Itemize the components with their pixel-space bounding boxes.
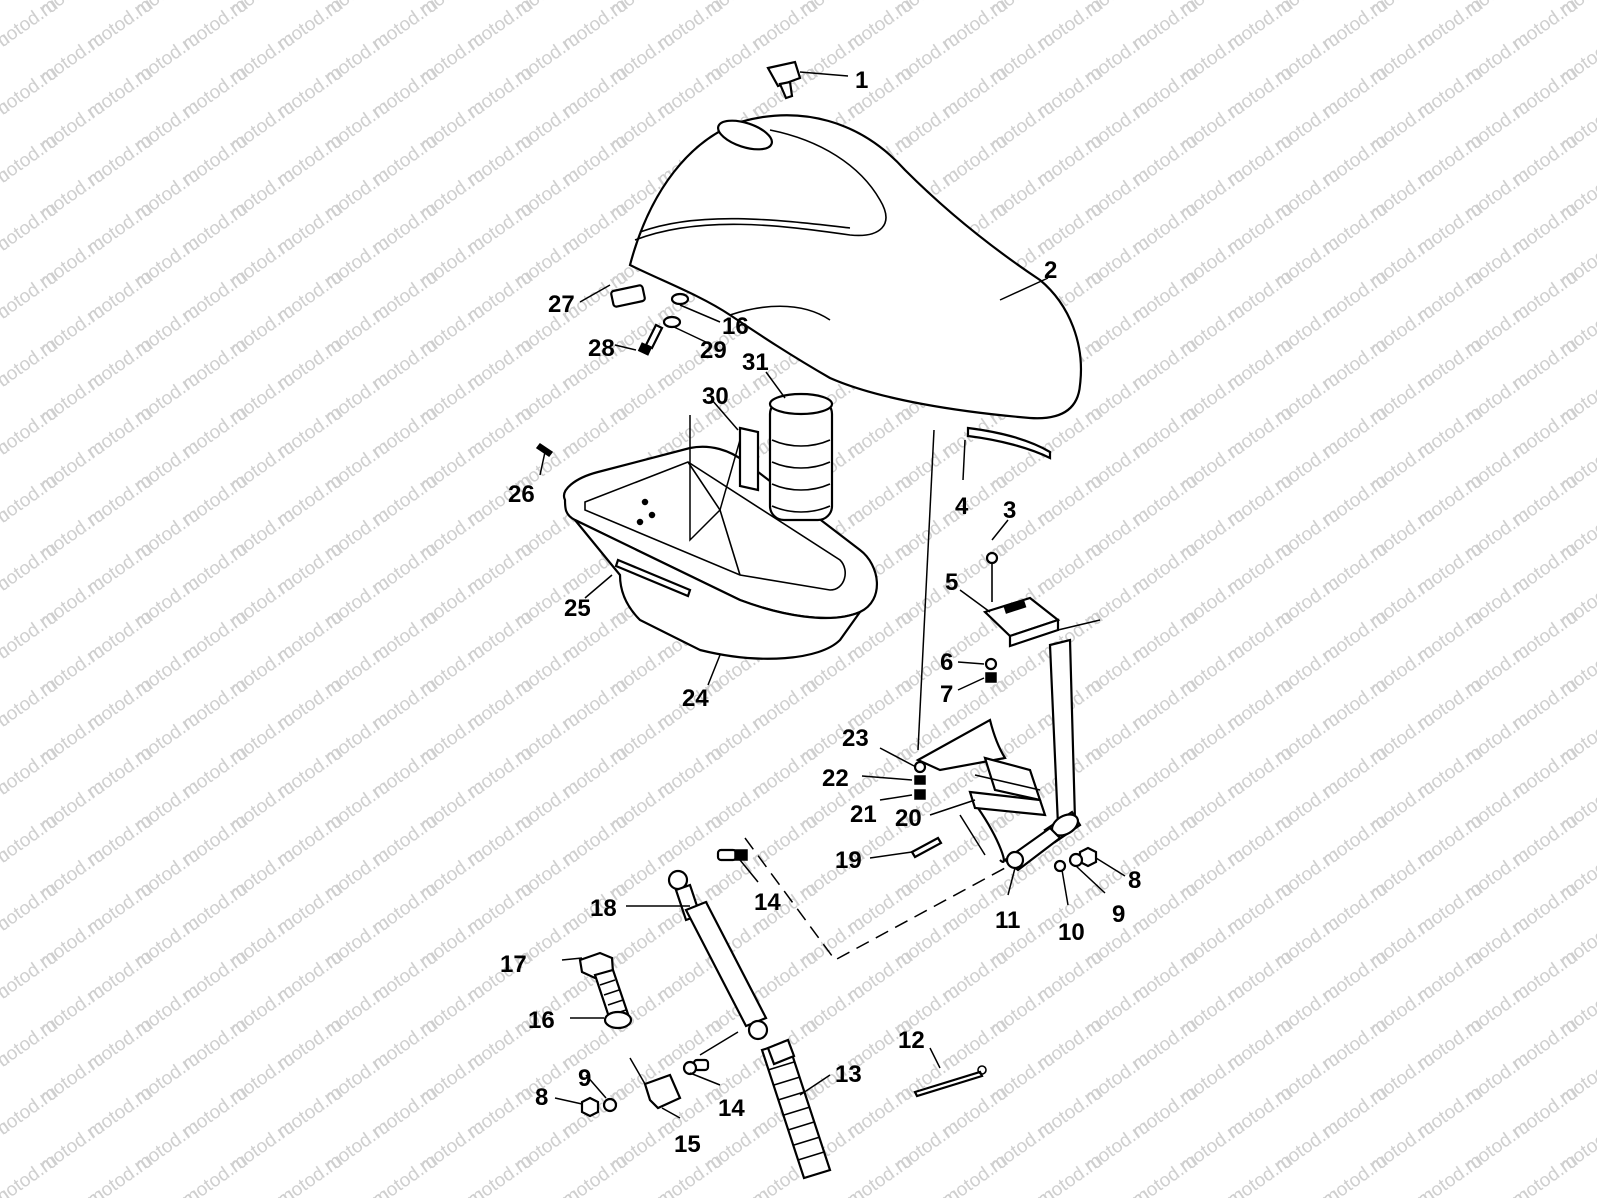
callout-5: 5 <box>945 569 958 596</box>
callout-17: 17 <box>500 951 527 978</box>
washer-top <box>670 292 690 306</box>
callout-29: 29 <box>700 337 727 364</box>
callout-7: 7 <box>940 681 953 708</box>
callout-16-lower: 16 <box>528 1007 555 1034</box>
callout-11: 11 <box>995 907 1020 934</box>
washer-second <box>662 315 682 329</box>
callout-14-lower: 14 <box>718 1095 745 1122</box>
hood-cover <box>628 114 1082 420</box>
filter-cylinder <box>768 392 834 522</box>
callout-30: 30 <box>702 383 729 410</box>
nut-22 <box>914 775 926 785</box>
callout-8-right: 8 <box>1128 867 1141 894</box>
seal-strip <box>966 426 1052 460</box>
callout-25: 25 <box>564 595 591 622</box>
callout-20: 20 <box>895 805 922 832</box>
bolt-21 <box>914 789 926 800</box>
callout-21: 21 <box>850 801 877 828</box>
washer-10 <box>1053 859 1067 873</box>
mount-bracket <box>738 426 760 492</box>
lever-arm <box>1003 638 1082 872</box>
nut-8-right <box>1078 846 1098 868</box>
bolt-14-lower <box>682 1058 710 1076</box>
nut-8-lower <box>580 1096 600 1118</box>
callout-31: 31 <box>742 349 769 376</box>
hood-screw <box>637 323 664 356</box>
callout-labels: 1 2 3 4 5 6 7 8 8 9 9 10 11 12 13 14 14 … <box>500 67 1141 1158</box>
callout-27: 27 <box>548 291 575 318</box>
foot-pedal <box>915 718 1047 863</box>
tray-strip <box>614 558 692 598</box>
callout-8-lower: 8 <box>535 1084 548 1111</box>
callout-4: 4 <box>955 493 969 520</box>
callout-9-right: 9 <box>1112 901 1125 928</box>
callout-2: 2 <box>1044 257 1057 284</box>
callout-15: 15 <box>674 1131 701 1158</box>
callout-22: 22 <box>822 765 849 792</box>
assembly-dashes <box>629 415 1101 1085</box>
storage-tray <box>562 445 878 660</box>
gas-strut <box>667 869 769 1041</box>
nut-7 <box>985 672 997 683</box>
callout-1: 1 <box>855 67 868 94</box>
cable-tie <box>913 1070 984 1098</box>
callout-12: 12 <box>898 1027 925 1054</box>
leader-lines <box>539 71 1126 1119</box>
lower-bracket <box>643 1073 682 1110</box>
pin <box>985 551 999 602</box>
callout-6: 6 <box>940 649 953 676</box>
bolt-14-upper <box>716 848 748 862</box>
callout-23: 23 <box>842 725 869 752</box>
roll-pin <box>910 836 943 859</box>
hinge-plate <box>982 596 1061 648</box>
washer-9-right <box>1068 852 1084 868</box>
callout-18: 18 <box>590 895 617 922</box>
bellow-grip <box>760 1038 832 1180</box>
cable-tie-loop <box>977 1065 987 1075</box>
washer-6 <box>984 657 998 671</box>
washer-23 <box>913 760 927 774</box>
decal-pad <box>610 284 646 308</box>
callout-9-lower: 9 <box>578 1065 591 1092</box>
latch-cap <box>766 60 802 100</box>
washer-16-lower <box>603 1010 633 1030</box>
callout-14-upper: 14 <box>754 889 781 916</box>
callout-19: 19 <box>835 847 862 874</box>
washer-9-lower <box>602 1097 618 1113</box>
callout-13: 13 <box>835 1061 862 1088</box>
callout-10: 10 <box>1058 919 1085 946</box>
callout-26: 26 <box>508 481 535 508</box>
tray-screw <box>535 442 554 458</box>
callout-24: 24 <box>682 685 709 712</box>
callout-3: 3 <box>1003 497 1016 524</box>
callout-16-top: 16 <box>722 313 749 340</box>
callout-28: 28 <box>588 335 615 362</box>
